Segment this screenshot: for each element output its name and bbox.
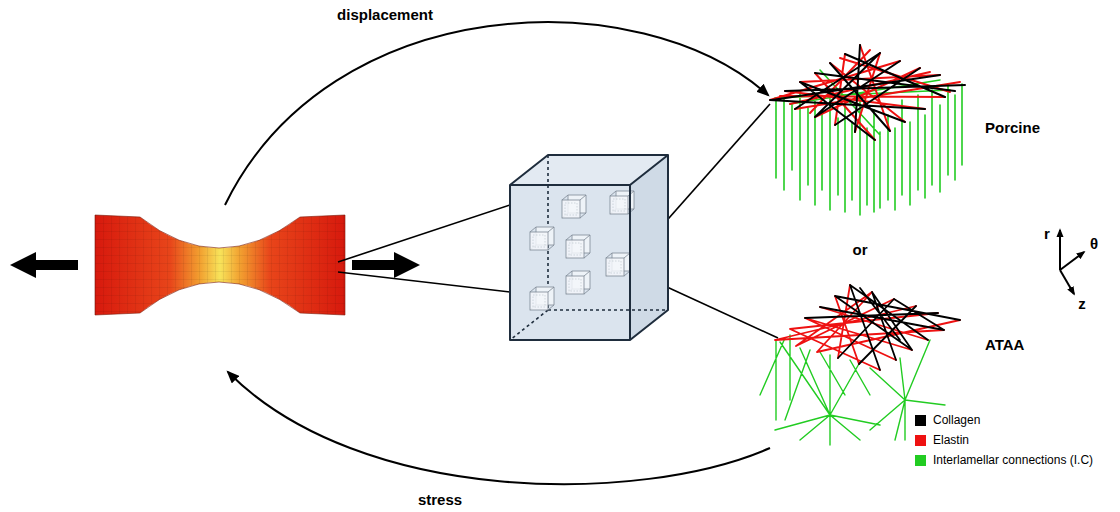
legend-label: Collagen bbox=[933, 413, 980, 427]
displacement-arrow bbox=[225, 22, 768, 205]
legend-item: Elastin bbox=[915, 430, 1093, 450]
stress-arrow bbox=[228, 372, 770, 484]
specimen bbox=[95, 215, 345, 315]
flow-label: displacement bbox=[337, 6, 433, 23]
ataa-network bbox=[760, 285, 960, 445]
legend: CollagenElastinInterlamellar connections… bbox=[915, 410, 1093, 470]
rve-cube bbox=[510, 155, 668, 340]
legend-item: Interlamellar connections (I.C) bbox=[915, 450, 1093, 470]
axis-label: z bbox=[1078, 295, 1086, 312]
axis-triad bbox=[1060, 230, 1084, 294]
legend-swatch bbox=[915, 455, 926, 466]
model-label: Porcine bbox=[985, 119, 1040, 136]
legend-item: Collagen bbox=[915, 410, 1093, 430]
conjunction-label: or bbox=[853, 241, 868, 258]
axis-label: θ bbox=[1090, 235, 1098, 252]
legend-label: Interlamellar connections (I.C) bbox=[933, 453, 1093, 467]
porcine-network bbox=[770, 45, 965, 215]
legend-label: Elastin bbox=[933, 433, 969, 447]
model-label: ATAA bbox=[985, 336, 1024, 353]
flow-label: stress bbox=[418, 491, 462, 508]
legend-swatch bbox=[915, 435, 926, 446]
axis-label: r bbox=[1044, 225, 1050, 242]
legend-swatch bbox=[915, 415, 926, 426]
